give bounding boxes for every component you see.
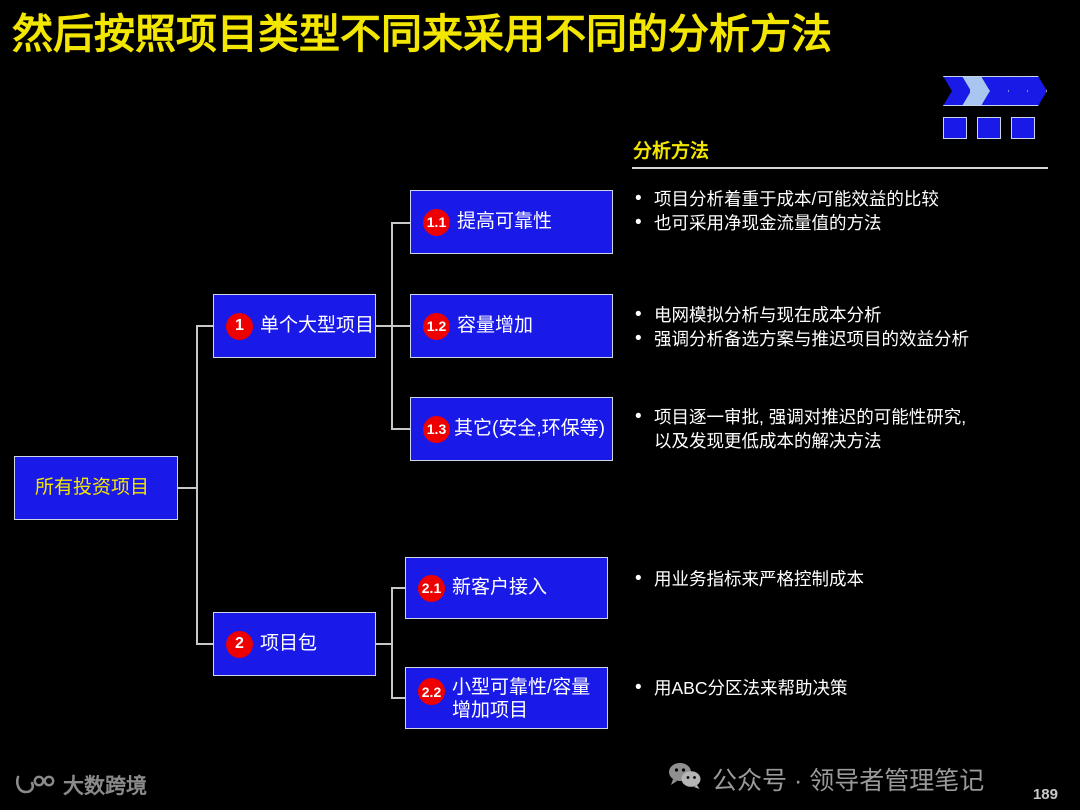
tree-node-1-1-label: 提高可靠性 [457,211,553,233]
connector-branch-2-trunk [391,587,393,698]
connector-branch-1-to-1-2 [391,325,410,327]
panel-divider [632,167,1048,169]
tree-node-1-3[interactable]: 1.3 其它(安全,环保等) [410,397,613,461]
tree-node-1-3-label: 其它(安全,环保等) [454,418,605,440]
bullet-item: 项目逐一审批, 强调对推迟的可能性研究, 以及发现更低成本的解决方法 [633,404,1063,453]
bullet-item: 项目分析着重于成本/可能效益的比较 [633,186,1063,212]
chevron-progress-graphic [943,76,1053,106]
tree-node-2-2[interactable]: 2.2 小型可靠性/容量 增加项目 [405,667,608,729]
connector-branch-2-to-2-2 [391,697,407,699]
page-number: 189 [1032,786,1058,803]
right-watermark: 公众号 · 领导者管理笔记 [668,761,984,797]
left-watermark-label: 大数跨境 [63,775,147,798]
brand-logo-icon [14,774,56,796]
left-watermark: 大数跨境 [14,770,147,800]
bullet-item: 也可采用净现金流量值的方法 [633,210,1063,236]
bullet-group-1-3: 项目逐一审批, 强调对推迟的可能性研究, 以及发现更低成本的解决方法 [633,404,1063,453]
right-watermark-label: 公众号 · 领导者管理笔记 [712,767,985,795]
tree-node-2-2-label: 小型可靠性/容量 增加项目 [452,677,591,722]
connector-root-to-branch-2 [196,643,214,645]
tree-node-1-2-badge: 1.2 [423,312,450,340]
square-marker-graphic [943,117,1035,139]
connector-root-trunk [196,325,198,645]
connector-branch-2-to-2-1 [391,587,407,589]
bullet-item: 电网模拟分析与现在成本分析 [633,302,1063,328]
panel-heading: 分析方法 [633,141,710,162]
tree-node-branch-2[interactable]: 2 项目包 [213,612,376,676]
tree-node-2-1-label: 新客户接入 [452,577,548,599]
connector-branch-2-stub [375,643,393,645]
tree-node-1-1[interactable]: 1.1 提高可靠性 [410,190,613,254]
tree-node-branch-2-label: 项目包 [260,633,318,655]
tree-node-2-2-badge: 2.2 [418,678,445,705]
tree-node-1-2[interactable]: 1.2 容量增加 [410,294,613,358]
connector-branch-1-to-1-1 [391,222,410,224]
tree-node-1-2-label: 容量增加 [457,315,534,337]
tree-node-root[interactable]: 所有投资项目 [14,456,178,520]
bullet-group-1-1: 项目分析着重于成本/可能效益的比较 也可采用净现金流量值的方法 [633,186,1063,237]
bullet-group-2-1: 用业务指标来严格控制成本 [633,566,1063,592]
tree-node-branch-2-badge: 2 [226,630,253,658]
bullet-item: 用业务指标来严格控制成本 [633,566,1063,592]
page-title: 然后按照项目类型不同来采用不同的分析方法 [12,11,832,57]
bullet-item: 用ABC分区法来帮助决策 [633,675,1063,701]
bullet-group-1-2: 电网模拟分析与现在成本分析 强调分析备选方案与推迟项目的效益分析 [633,302,1063,353]
tree-node-branch-1-badge: 1 [226,312,253,340]
square-2-icon [977,117,1001,139]
tree-node-branch-1[interactable]: 1 单个大型项目 [213,294,376,358]
bullet-item: 强调分析备选方案与推迟项目的效益分析 [633,326,1063,352]
connector-root-to-branch-1 [196,325,214,327]
connector-branch-1-stub [375,325,393,327]
square-3-icon [1011,117,1035,139]
tree-node-1-1-badge: 1.1 [423,208,450,236]
square-1-icon [943,117,967,139]
tree-node-root-label: 所有投资项目 [35,477,150,499]
wechat-icon [668,762,702,797]
connector-root-stub [178,487,198,489]
tree-node-2-1-badge: 2.1 [418,574,445,602]
connector-branch-1-to-1-3 [391,428,410,430]
tree-node-1-3-badge: 1.3 [423,415,450,443]
bullet-group-2-2: 用ABC分区法来帮助决策 [633,675,1063,701]
tree-node-branch-1-label: 单个大型项目 [260,315,375,337]
tree-node-2-1[interactable]: 2.1 新客户接入 [405,557,608,619]
